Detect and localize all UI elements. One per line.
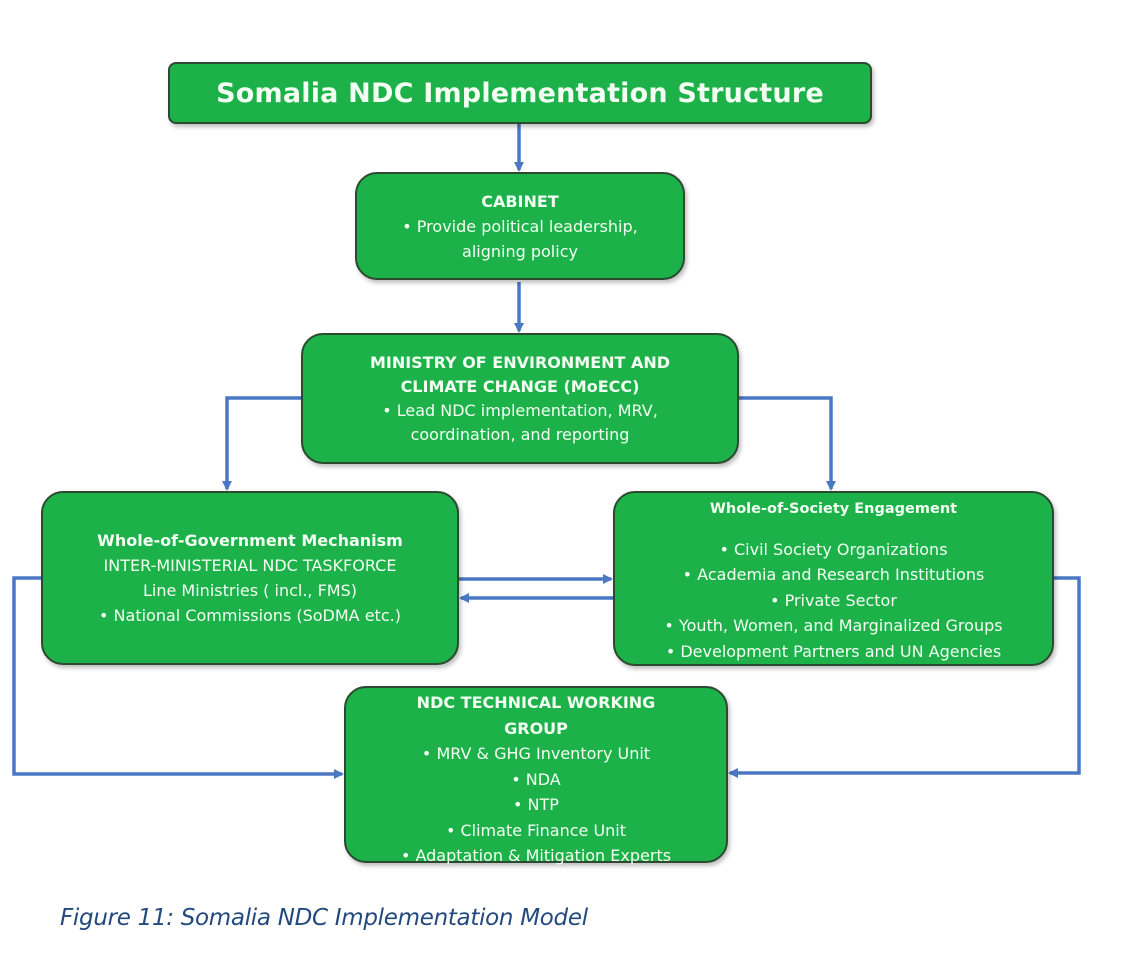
arrow-moecc-to-whole-of-society <box>739 396 836 491</box>
cabinet-heading: CABINET <box>481 191 559 211</box>
technical-working-group-heading: NDC TECHNICAL WORKING <box>416 693 656 712</box>
whole-of-government-line: • National Commissions (SoDMA etc.) <box>99 606 401 625</box>
moecc-heading: CLIMATE CHANGE (MoECC) <box>400 376 640 396</box>
moecc-node: MINISTRY OF ENVIRONMENT AND CLIMATE CHAN… <box>301 333 739 464</box>
whole-of-society-line: • Youth, Women, and Marginalized Groups <box>664 616 1003 635</box>
whole-of-society-line: • Development Partners and UN Agencies <box>665 641 1002 661</box>
whole-of-society-line: • Civil Society Organizations <box>719 539 948 559</box>
technical-working-group-node: NDC TECHNICAL WORKING GROUP • MRV & GHG … <box>344 686 728 865</box>
whole-of-government-heading: Whole-of-Government Mechanism <box>97 531 403 550</box>
figure-caption: Figure 11: Somalia NDC Implementation Mo… <box>60 905 588 931</box>
cabinet-node: CABINET • Provide political leadership, … <box>355 172 685 280</box>
moecc-heading: MINISTRY OF ENVIRONMENT AND <box>369 352 671 372</box>
arrow-society-to-technical-group <box>728 576 1081 778</box>
diagram-title: Somalia NDC Implementation Structure <box>216 77 824 109</box>
arrow-moecc-to-whole-of-government <box>222 396 301 491</box>
whole-of-government-line: Line Ministries ( incl., FMS) <box>143 581 357 600</box>
whole-of-government-node: Whole-of-Government Mechanism INTER-MINI… <box>41 491 459 665</box>
cabinet-line: aligning policy <box>462 241 578 261</box>
moecc-line: coordination, and reporting <box>410 424 630 444</box>
technical-working-group-heading: GROUP <box>504 718 568 738</box>
technical-working-group-line: • Adaptation & Mitigation Experts <box>400 846 672 865</box>
whole-of-society-node: Whole-of-Society Engagement • Civil Soci… <box>613 491 1054 666</box>
whole-of-society-line: • Academia and Research Institutions <box>682 565 985 584</box>
diagram-title-box: Somalia NDC Implementation Structure <box>168 62 872 124</box>
whole-of-society-line: • Private Sector <box>770 590 897 610</box>
technical-working-group-line: • MRV & GHG Inventory Unit <box>421 744 651 763</box>
arrow-government-to-technical-group <box>12 576 344 779</box>
moecc-line: • Lead NDC implementation, MRV, <box>382 400 658 420</box>
technical-working-group-line: • Climate Finance Unit <box>445 820 627 840</box>
technical-working-group-line: • NDA <box>511 769 561 789</box>
technical-working-group-line: • NTP <box>513 795 559 814</box>
whole-of-government-line: INTER-MINISTERIAL NDC TASKFORCE <box>103 556 397 575</box>
whole-of-society-heading: Whole-of-Society Engagement <box>709 501 958 517</box>
cabinet-line: • Provide political leadership, <box>402 216 638 236</box>
